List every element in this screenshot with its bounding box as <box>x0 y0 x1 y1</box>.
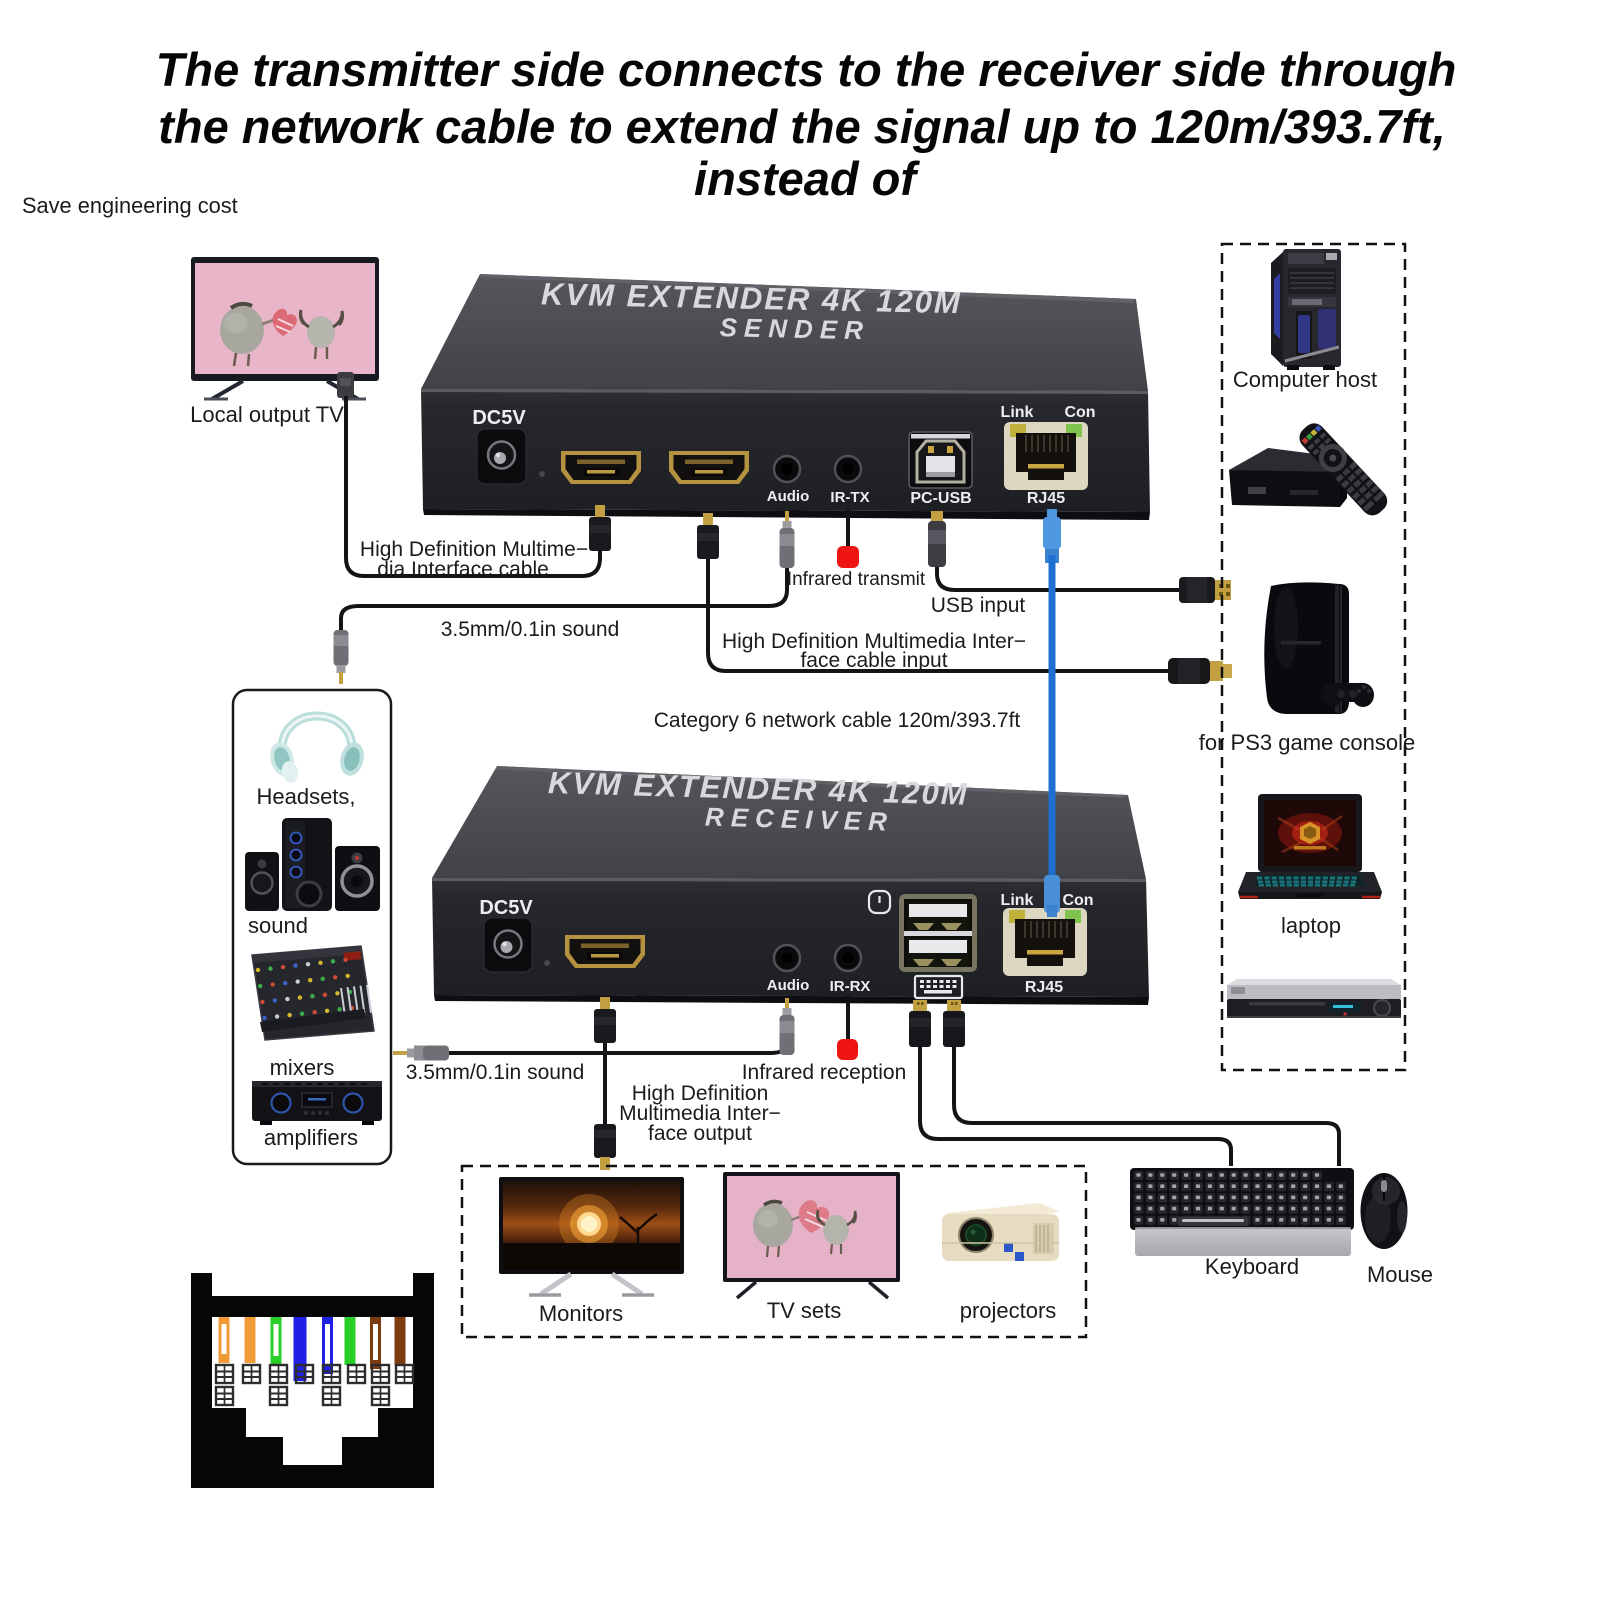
svg-text:Category 6 network cable 120m/: Category 6 network cable 120m/393.7ft <box>654 709 1021 732</box>
svg-text:face output: face output <box>648 1122 752 1145</box>
svg-text:Infrared reception: Infrared reception <box>742 1061 907 1084</box>
svg-text:RECEIVER: RECEIVER <box>705 801 895 836</box>
svg-text:Local output TV: Local output TV <box>190 402 344 427</box>
svg-text:Save engineering cost: Save engineering cost <box>22 193 238 218</box>
svg-text:Con: Con <box>1064 404 1095 421</box>
svg-text:PC-USB: PC-USB <box>910 490 971 507</box>
svg-text:DC5V: DC5V <box>479 897 533 919</box>
svg-text:USB input: USB input <box>931 594 1026 617</box>
svg-text:Infrared transmit: Infrared transmit <box>787 569 926 590</box>
svg-text:SENDER: SENDER <box>719 312 870 345</box>
svg-text:laptop: laptop <box>1281 913 1341 938</box>
svg-text:face cable input: face cable input <box>800 649 947 672</box>
svg-text:for PS3 game console: for PS3 game console <box>1199 730 1415 755</box>
svg-text:projectors: projectors <box>960 1298 1057 1323</box>
svg-text:Link: Link <box>1001 892 1034 909</box>
svg-text:Con: Con <box>1062 892 1093 909</box>
svg-text:dia Interface cable: dia Interface cable <box>377 558 549 581</box>
svg-text:Mouse: Mouse <box>1367 1262 1433 1287</box>
svg-text:High Definition Multimedia Int: High Definition Multimedia Inter− <box>722 630 1026 653</box>
svg-text:3.5mm/0.1in sound: 3.5mm/0.1in sound <box>441 618 620 641</box>
svg-text:High Definition: High Definition <box>632 1082 769 1105</box>
svg-text:The transmitter side connects: The transmitter side connects to the rec… <box>156 43 1457 96</box>
svg-text:RJ45: RJ45 <box>1027 490 1065 507</box>
svg-text:amplifiers: amplifiers <box>264 1125 358 1150</box>
svg-text:sound: sound <box>248 913 308 938</box>
svg-text:instead of: instead of <box>694 152 920 205</box>
svg-text:DC5V: DC5V <box>472 407 526 429</box>
svg-text:Computer host: Computer host <box>1233 367 1377 392</box>
svg-text:Multimedia Inter−: Multimedia Inter− <box>619 1102 781 1125</box>
svg-text:the network cable to extend th: the network cable to extend the signal u… <box>158 100 1446 153</box>
svg-text:TV sets: TV sets <box>767 1298 842 1323</box>
svg-text:Link: Link <box>1001 404 1034 421</box>
svg-text:3.5mm/0.1in sound: 3.5mm/0.1in sound <box>406 1061 585 1084</box>
svg-text:RJ45: RJ45 <box>1025 979 1063 996</box>
svg-text:Audio: Audio <box>767 488 810 505</box>
svg-text:Keyboard: Keyboard <box>1205 1254 1299 1279</box>
svg-text:Monitors: Monitors <box>539 1301 623 1326</box>
svg-text:mixers: mixers <box>270 1055 335 1080</box>
svg-text:Headsets,: Headsets, <box>256 784 355 809</box>
svg-text:IR-TX: IR-TX <box>830 489 869 506</box>
svg-text:IR-RX: IR-RX <box>830 978 871 995</box>
svg-text:High Definition Multime−: High Definition Multime− <box>360 538 588 561</box>
svg-text:Audio: Audio <box>767 977 810 994</box>
